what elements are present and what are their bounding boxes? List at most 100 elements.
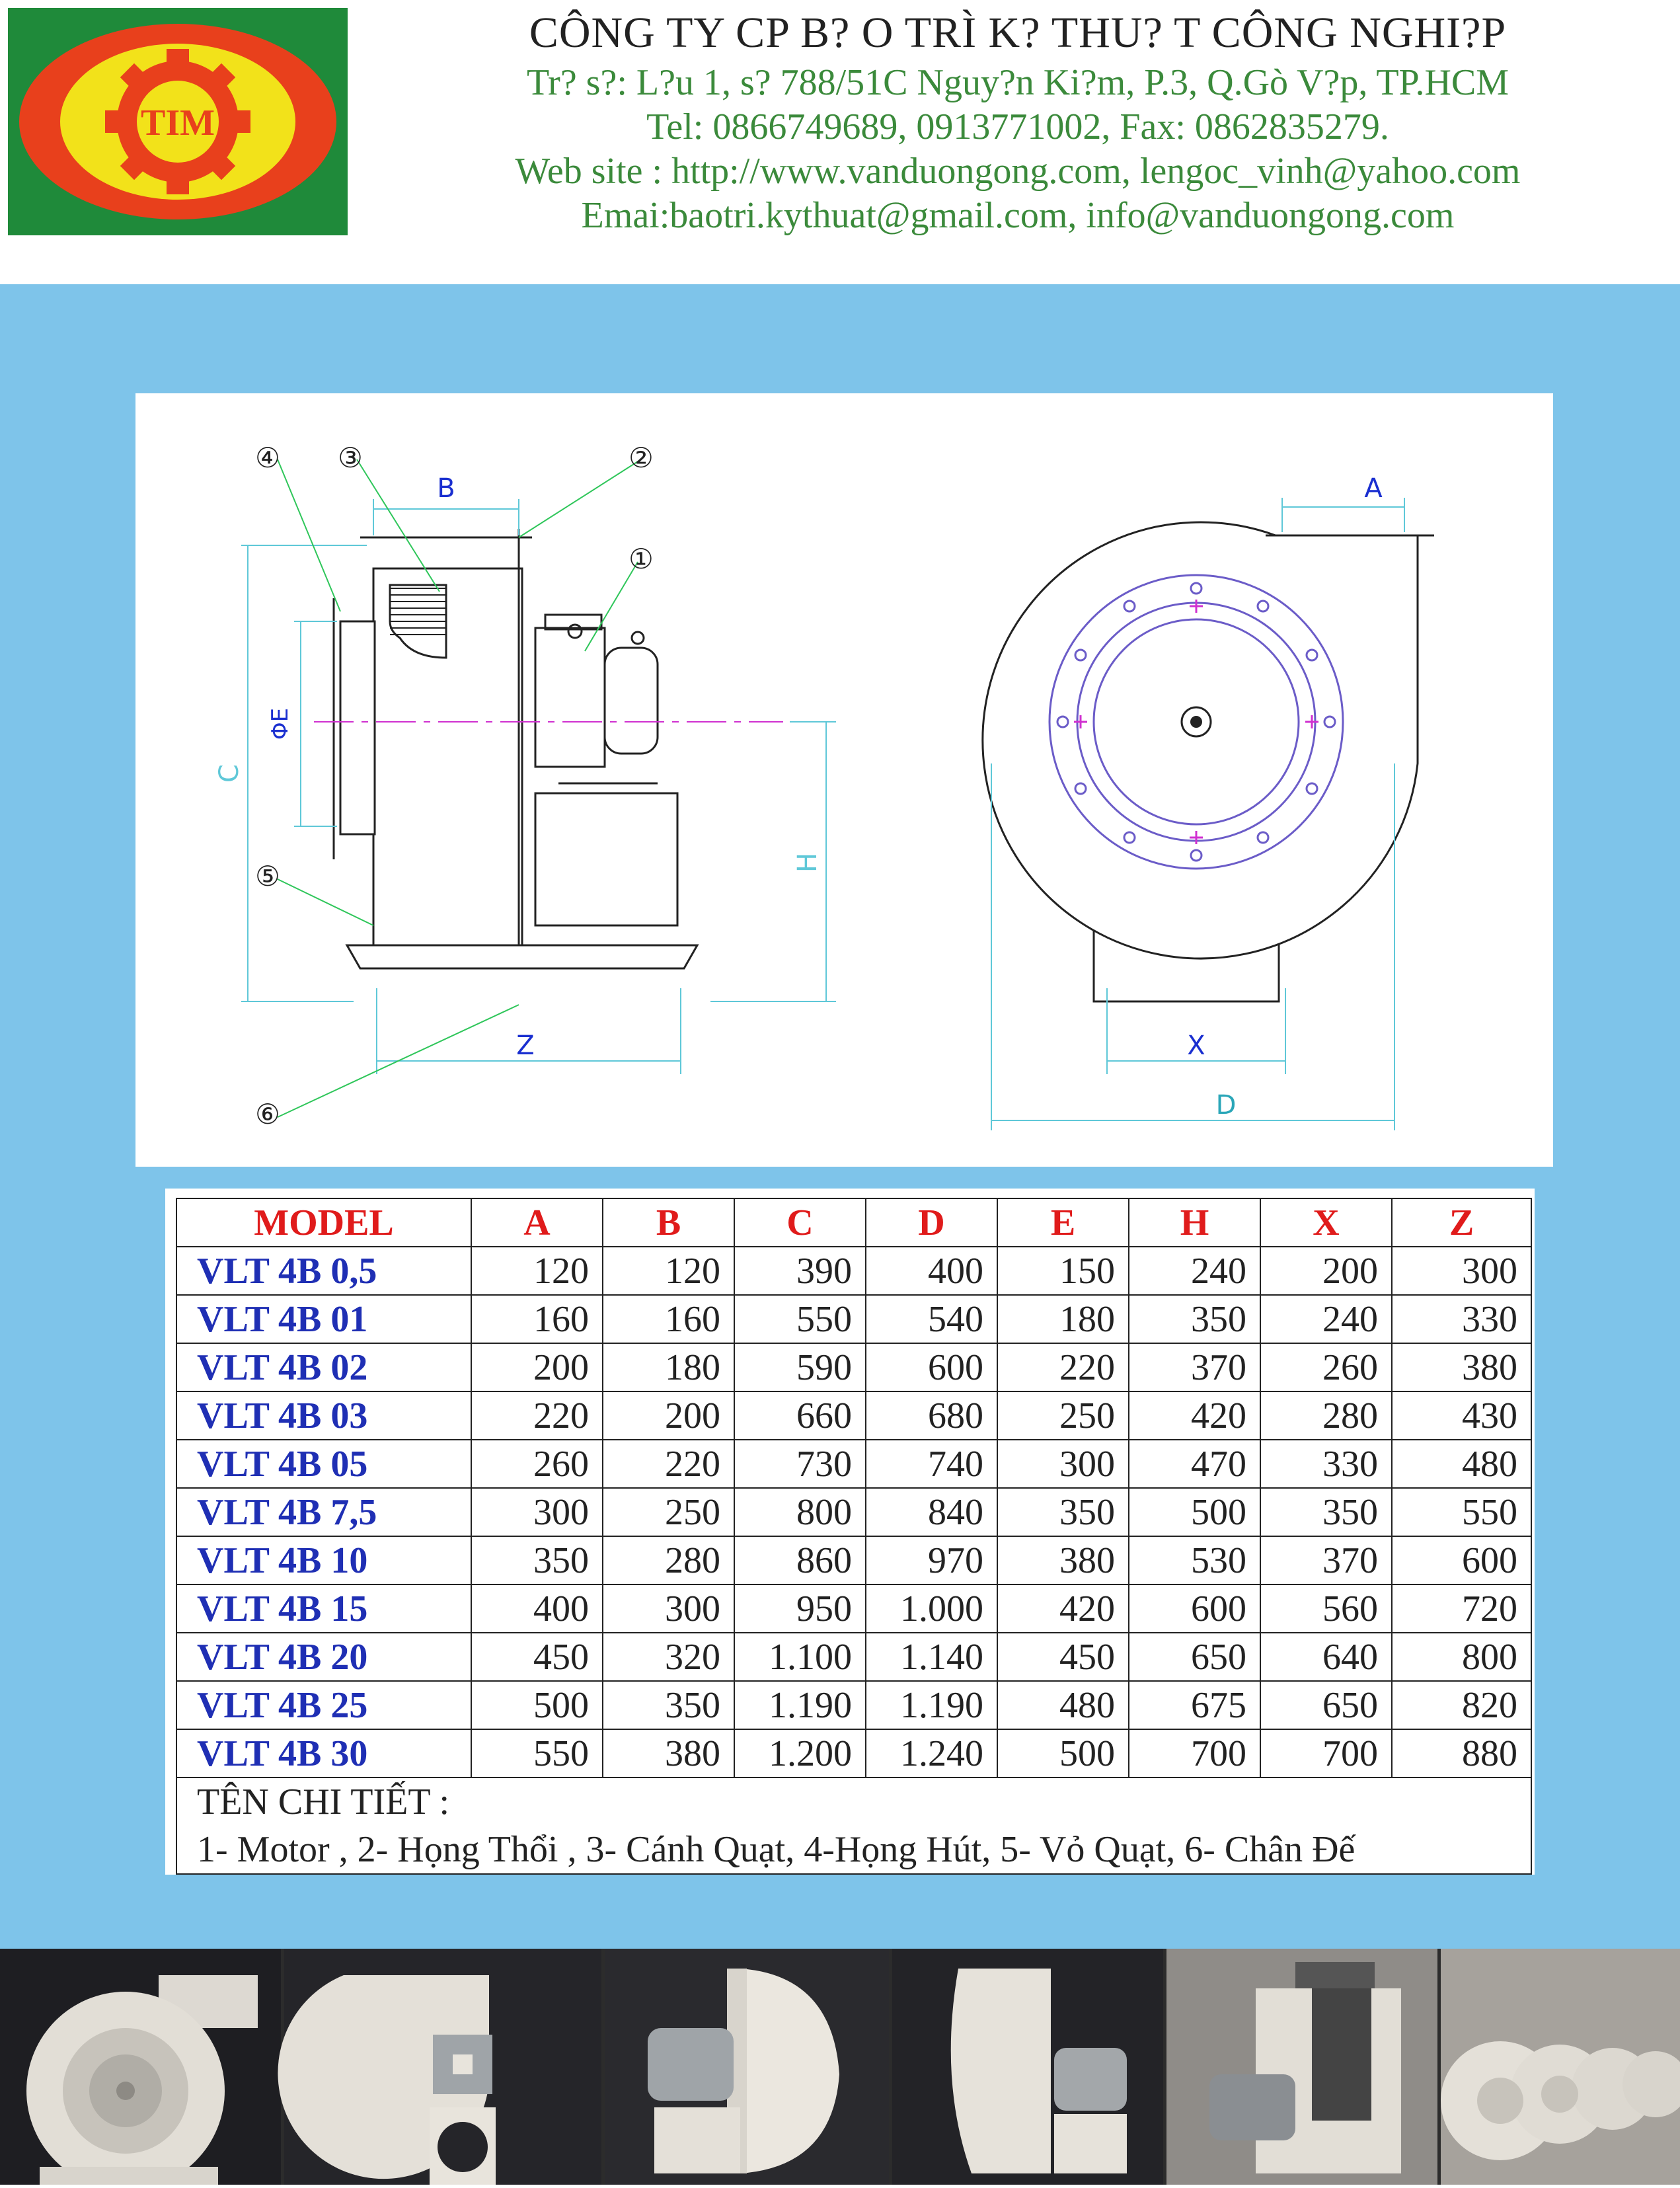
- dimension-cell: 240: [1128, 1246, 1261, 1296]
- col-header-h: H: [1128, 1198, 1261, 1247]
- model-cell: VLT 4B 20: [176, 1632, 472, 1682]
- dimension-cell: 650: [1260, 1680, 1393, 1730]
- dimension-cell: 370: [1128, 1343, 1261, 1392]
- model-cell: VLT 4B 30: [176, 1729, 472, 1778]
- dimension-cell: 550: [734, 1294, 866, 1344]
- parts-list: 1- Motor , 2- Họng Thổi , 3- Cánh Quạt, …: [176, 1826, 1532, 1875]
- dimension-cell: 500: [1128, 1487, 1261, 1537]
- dimension-cell: 1.100: [734, 1632, 866, 1682]
- company-email[interactable]: Emai:baotri.kythuat@gmail.com, info@vand…: [581, 195, 1455, 236]
- callout-4: ④: [255, 442, 280, 474]
- dimension-cell: 880: [1391, 1729, 1532, 1778]
- dimension-cell: 680: [865, 1391, 998, 1440]
- dimension-cell: 600: [1128, 1584, 1261, 1633]
- dimension-cell: 120: [602, 1246, 735, 1296]
- dimension-cell: 450: [471, 1632, 603, 1682]
- col-header-d: D: [865, 1198, 998, 1247]
- dimension-cell: 540: [865, 1294, 998, 1344]
- dimension-cell: 350: [997, 1487, 1129, 1537]
- dimension-cell: 1.140: [865, 1632, 998, 1682]
- dimension-cell: 370: [1260, 1536, 1393, 1585]
- fan-photo-outlet: [1166, 1949, 1437, 2185]
- flange-bolt-holes: [1056, 582, 1336, 862]
- dimension-cell: 320: [602, 1632, 735, 1682]
- dimension-cell: 860: [734, 1536, 866, 1585]
- parts-list-row: 1- Motor , 2- Họng Thổi , 3- Cánh Quạt, …: [176, 1826, 1532, 1875]
- dimension-cell: 180: [602, 1343, 735, 1392]
- col-header-z: Z: [1391, 1198, 1532, 1247]
- dimension-cell: 240: [1260, 1294, 1393, 1344]
- fan-photo-side-motor: [892, 1949, 1163, 2185]
- callout-2: ②: [629, 442, 654, 474]
- model-cell: VLT 4B 01: [176, 1294, 472, 1344]
- flange-inner-marks: [1074, 600, 1318, 844]
- dimension-cell: 820: [1391, 1680, 1532, 1730]
- dimension-cell: 550: [1391, 1487, 1532, 1537]
- company-info: CÔNG TY CP B? O TRÌ K? THU? T CÔNG NGHI?…: [370, 5, 1665, 238]
- dimension-cell: 150: [997, 1246, 1129, 1296]
- dimension-cell: 300: [602, 1584, 735, 1633]
- dimension-cell: 970: [865, 1536, 998, 1585]
- dimension-cell: 180: [997, 1294, 1129, 1344]
- dimension-cell: 300: [1391, 1246, 1532, 1296]
- dimension-cell: 740: [865, 1439, 998, 1489]
- dimension-cell: 350: [602, 1680, 735, 1730]
- dimension-cell: 420: [1128, 1391, 1261, 1440]
- dimension-cell: 1.240: [865, 1729, 998, 1778]
- dimension-cell: 800: [734, 1487, 866, 1537]
- dimension-cell: 420: [997, 1584, 1129, 1633]
- logo-text: TIM: [141, 102, 215, 143]
- dimension-cell: 350: [1260, 1487, 1393, 1537]
- dimension-cell: 250: [997, 1391, 1129, 1440]
- col-header-b: B: [602, 1198, 735, 1247]
- table-header-row: MODEL A B C D E H X Z: [176, 1198, 1532, 1247]
- company-phone: Tel: 0866749689, 0913771002, Fax: 086283…: [646, 106, 1389, 147]
- company-website[interactable]: Web site : http://www.vanduongong.com, l…: [515, 151, 1521, 192]
- dimension-cell: 260: [471, 1439, 603, 1489]
- dimension-cell: 675: [1128, 1680, 1261, 1730]
- callout-1: ①: [629, 543, 654, 575]
- dimension-cell: 560: [1260, 1584, 1393, 1633]
- product-photo-strip: [0, 1949, 1680, 2188]
- dimension-cell: 660: [734, 1391, 866, 1440]
- model-cell: VLT 4B 10: [176, 1536, 472, 1585]
- dimension-cell: 800: [1391, 1632, 1532, 1682]
- dim-label-c: C: [214, 764, 245, 783]
- dimension-cell: 530: [1128, 1536, 1261, 1585]
- model-cell: VLT 4B 0,5: [176, 1246, 472, 1296]
- dimension-cell: 1.200: [734, 1729, 866, 1778]
- fan-photo-front: [0, 1949, 281, 2188]
- dimension-cell: 220: [471, 1391, 603, 1440]
- callout-5: ⑤: [255, 860, 280, 892]
- dimension-cell: 1.000: [865, 1584, 998, 1633]
- technical-drawing: ④ ③ ② ① ⑤ ⑥ B Z C ΦE H: [135, 393, 1553, 1167]
- dimension-cell: 380: [997, 1536, 1129, 1585]
- dimension-cell: 350: [471, 1536, 603, 1585]
- dimension-cell: 550: [471, 1729, 603, 1778]
- model-cell: VLT 4B 25: [176, 1680, 472, 1730]
- fan-photo-group: [1441, 1949, 1680, 2185]
- col-header-e: E: [997, 1198, 1129, 1247]
- front-view: [981, 521, 1434, 1003]
- col-header-model: MODEL: [176, 1198, 472, 1247]
- dimension-cell: 640: [1260, 1632, 1393, 1682]
- dim-label-a: A: [1364, 473, 1383, 504]
- dimension-cell: 220: [997, 1343, 1129, 1392]
- dimension-cell: 450: [997, 1632, 1129, 1682]
- dimension-cell: 350: [1128, 1294, 1261, 1344]
- col-header-c: C: [734, 1198, 866, 1247]
- model-cell: VLT 4B 15: [176, 1584, 472, 1633]
- dimension-cell: 730: [734, 1439, 866, 1489]
- dimension-cell: 500: [997, 1729, 1129, 1778]
- dim-label-e: ΦE: [267, 708, 293, 740]
- dimension-cell: 160: [471, 1294, 603, 1344]
- dimension-cell: 280: [602, 1536, 735, 1585]
- dimension-cell: 380: [602, 1729, 735, 1778]
- company-name: CÔNG TY CP B? O TRÌ K? THU? T CÔNG NGHI?…: [529, 9, 1507, 57]
